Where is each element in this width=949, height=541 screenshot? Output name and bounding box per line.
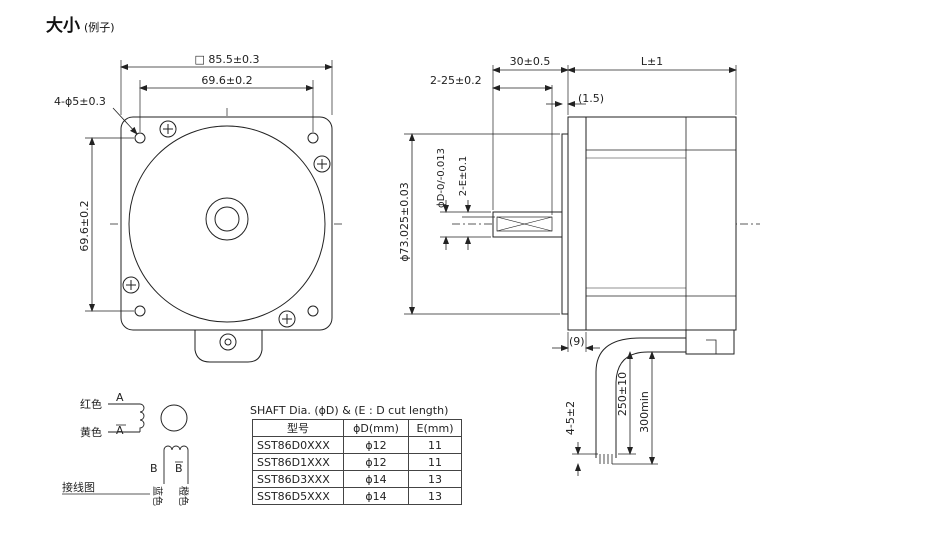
- boss-step: [561, 133, 569, 315]
- table-cell-model: SST86D5XXX: [252, 487, 344, 505]
- page-subtitle: (例子): [84, 21, 115, 34]
- table-row: SST86D3XXX ϕ14 13: [252, 470, 462, 488]
- side-body: [585, 116, 737, 331]
- front-view: [85, 60, 345, 363]
- table-cell-diameter: ϕ12: [343, 453, 409, 471]
- table-header-diameter: ϕD(mm): [343, 419, 409, 437]
- table-row: SST86D1XXX ϕ12 11: [252, 453, 462, 471]
- bracket-screw-inner: [224, 338, 232, 346]
- d-cut-region: [496, 216, 553, 232]
- mount-hole-br: [307, 305, 319, 317]
- side-flange: [567, 116, 587, 331]
- table-header-cut: E(mm): [408, 419, 462, 437]
- table-cell-cut: 11: [408, 453, 462, 471]
- coil-b: [163, 445, 189, 451]
- dim-step-label: (1.5): [578, 92, 604, 105]
- page-title: 大小 (例子): [46, 11, 115, 36]
- mount-hole-tr: [307, 132, 319, 144]
- dim-hole-h-label: 69.6±0.2: [201, 74, 252, 87]
- rotor-circle: [160, 404, 188, 432]
- dim-shaft-label: 30±0.5: [510, 55, 551, 68]
- table-cell-diameter: ϕ14: [343, 487, 409, 505]
- screw-right: [313, 155, 331, 173]
- side-view: [404, 65, 760, 476]
- dim-hole-v-label: 69.6±0.2: [78, 200, 91, 251]
- lead-exit-housing: [685, 329, 735, 355]
- table-cell-model: SST86D0XXX: [252, 436, 344, 454]
- table-cell-cut: 13: [408, 487, 462, 505]
- title-text: 大小: [46, 16, 80, 36]
- wire-yellow-label: 黄色: [80, 425, 102, 439]
- dim-body-label: L±1: [641, 55, 663, 68]
- dim-300-label: 300min: [638, 391, 651, 433]
- table-header-model: 型号: [252, 419, 344, 437]
- table-header-row: 型号 ϕD(mm) E(mm): [252, 419, 462, 437]
- shaft-circle: [214, 206, 240, 232]
- motor-flange: [120, 116, 333, 331]
- screw-top: [159, 120, 177, 138]
- table-cell-model: SST86D1XXX: [252, 453, 344, 471]
- terminal-b-label: B: [150, 462, 158, 475]
- shaft-table: 型号 ϕD(mm) E(mm) SST86D0XXX ϕ12 11 SST86D…: [252, 419, 462, 505]
- table-row: SST86D5XXX ϕ14 13: [252, 487, 462, 505]
- motor-boss-circle: [128, 125, 326, 323]
- dim-shaft-dia-label: ϕD-0/-0.013: [436, 148, 447, 208]
- dim-strip-label: 4-5±2: [564, 401, 577, 435]
- cable-inner: [615, 351, 686, 458]
- wiring-caption: 接线图: [62, 480, 95, 494]
- coil-a: [139, 403, 145, 432]
- table-cell-cut: 11: [408, 436, 462, 454]
- table-cell-diameter: ϕ12: [343, 436, 409, 454]
- terminal-b-bar-label: B: [175, 462, 183, 475]
- mount-hole-tl: [134, 132, 146, 144]
- dim-outer-label: □ 85.5±0.3: [194, 53, 259, 66]
- dim-250-label: 250±10: [616, 372, 629, 416]
- dim-cut-pos-label: 2-25±0.2: [430, 74, 482, 87]
- table-row: SST86D0XXX ϕ12 11: [252, 436, 462, 454]
- shaft-table-caption: SHAFT Dia. (ϕD) & (E : D cut length): [250, 404, 449, 417]
- shaft-collar: [205, 197, 249, 241]
- mount-hole-bl: [134, 305, 146, 317]
- dim-boss-label: ϕ73.025±0.03: [398, 182, 411, 261]
- terminal-a-bar-label: A: [116, 424, 124, 437]
- bracket-screw: [219, 333, 237, 351]
- screw-left: [122, 276, 140, 294]
- wire-orange-label: 橙色: [177, 486, 190, 506]
- wiring-diagram: [62, 403, 189, 495]
- side-shaft: [492, 211, 569, 238]
- table-cell-diameter: ϕ14: [343, 470, 409, 488]
- table-cell-cut: 13: [408, 470, 462, 488]
- dim-plate-label: (9): [569, 335, 585, 348]
- wire-blue-label: 蓝色: [151, 486, 164, 506]
- table-cell-model: SST86D3XXX: [252, 470, 344, 488]
- dim-holes-label: 4-ϕ5±0.3: [54, 95, 106, 108]
- dim-cut-label: 2-E±0.1: [458, 156, 469, 197]
- cable-outer: [595, 337, 686, 458]
- leader-holes: [112, 107, 138, 135]
- screw-bottom: [278, 310, 296, 328]
- wire-red-label: 红色: [80, 397, 102, 411]
- terminal-a-label: A: [116, 391, 124, 404]
